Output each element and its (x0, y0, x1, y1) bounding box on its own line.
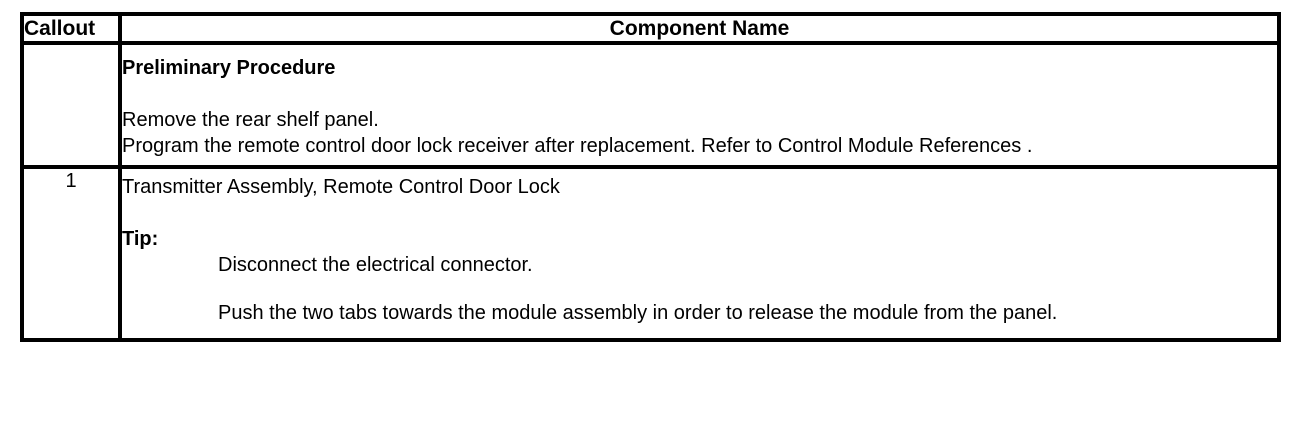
header-cell-callout: Callout (20, 12, 122, 45)
blank-spacer-line (122, 278, 1277, 300)
table-header-row: Callout Component Name (20, 12, 1281, 45)
preliminary-procedure-title: Preliminary Procedure (122, 57, 336, 79)
procedure-table: Callout Component Name Preliminary Proce… (20, 12, 1281, 342)
tip-line-1: Disconnect the electrical connector. (218, 254, 533, 276)
callout-number: 1 (65, 170, 77, 192)
header-label-callout: Callout (24, 17, 96, 40)
callout-cell-empty (20, 41, 122, 169)
tip-line-2: Push the two tabs towards the module ass… (218, 302, 1058, 324)
preliminary-procedure-line-2: Program the remote control door lock rec… (122, 135, 1033, 157)
preliminary-procedure-cell: Preliminary Procedure Remove the rear sh… (118, 41, 1281, 169)
callout-cell-number: 1 (20, 165, 122, 342)
tip-label: Tip: (122, 228, 159, 250)
preliminary-procedure-line-1: Remove the rear shelf panel. (122, 109, 379, 131)
blank-spacer-line (122, 81, 1277, 107)
blank-spacer-line (122, 200, 1277, 226)
header-label-component-name: Component Name (609, 17, 790, 40)
component-item-title: Transmitter Assembly, Remote Control Doo… (122, 176, 560, 198)
table-row-component-item: 1 Transmitter Assembly, Remote Control D… (20, 165, 1281, 342)
component-item-cell: Transmitter Assembly, Remote Control Doo… (118, 165, 1281, 342)
header-cell-component-name: Component Name (118, 12, 1281, 45)
table-row-preliminary-procedure: Preliminary Procedure Remove the rear sh… (20, 41, 1281, 169)
